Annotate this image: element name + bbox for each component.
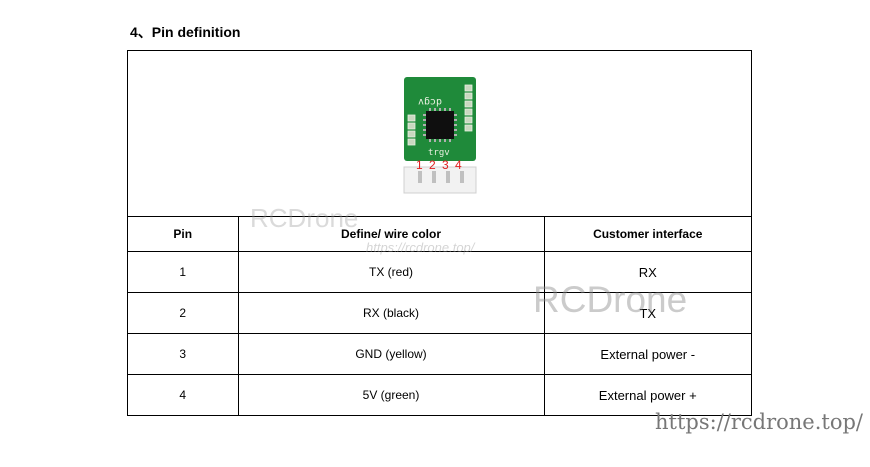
board-photo: dcgv trgv 1 2 3 4	[403, 77, 477, 194]
header-pin: Pin	[128, 216, 239, 252]
pin-number-3: 3	[442, 158, 449, 172]
customer-cell: External power -	[543, 333, 751, 375]
board-bottom-label: trgv	[428, 148, 450, 158]
watermark-logo-mid: RCDrone	[250, 203, 359, 233]
table-header-row: Pin Define/ wire color Customer interfac…	[128, 216, 751, 252]
pin-cell: 4	[128, 374, 239, 415]
chip	[426, 111, 454, 139]
define-cell: 5V (green)	[237, 374, 545, 415]
watermark-logo-big: RCDrone	[533, 279, 688, 320]
watermark-url-mid: https://rcdrone.top/	[366, 240, 475, 255]
header-customer: Customer interface	[543, 216, 751, 252]
pin-number-2: 2	[429, 158, 436, 172]
table-row: 4 5V (green) External power +	[128, 374, 751, 415]
pin-cell: 3	[128, 333, 239, 375]
board-top-label: dcgv	[418, 96, 442, 107]
define-cell: GND (yellow)	[237, 333, 545, 375]
pin-table: Pin Define/ wire color Customer interfac…	[128, 216, 751, 415]
customer-cell: External power +	[543, 374, 751, 415]
define-cell: RX (black)	[237, 292, 545, 334]
table-row: 1 TX (red) RX	[128, 251, 751, 293]
pin-definition-table: dcgv trgv 1 2 3 4 Pin Define/ wire color…	[127, 50, 752, 416]
table-row: 3 GND (yellow) External power -	[128, 333, 751, 375]
pin-number-1: 1	[416, 158, 423, 172]
define-cell: TX (red)	[237, 251, 545, 293]
section-title: 4、Pin definition	[130, 24, 241, 40]
watermark-url-corner: https://rcdrone.top/	[655, 410, 864, 434]
header-define: Define/ wire color	[237, 216, 545, 252]
pin-cell: 1	[128, 251, 239, 293]
board-image-cell: dcgv trgv 1 2 3 4	[128, 51, 751, 217]
connector	[403, 166, 477, 194]
pin-cell: 2	[128, 292, 239, 334]
pin-number-4: 4	[455, 158, 462, 172]
